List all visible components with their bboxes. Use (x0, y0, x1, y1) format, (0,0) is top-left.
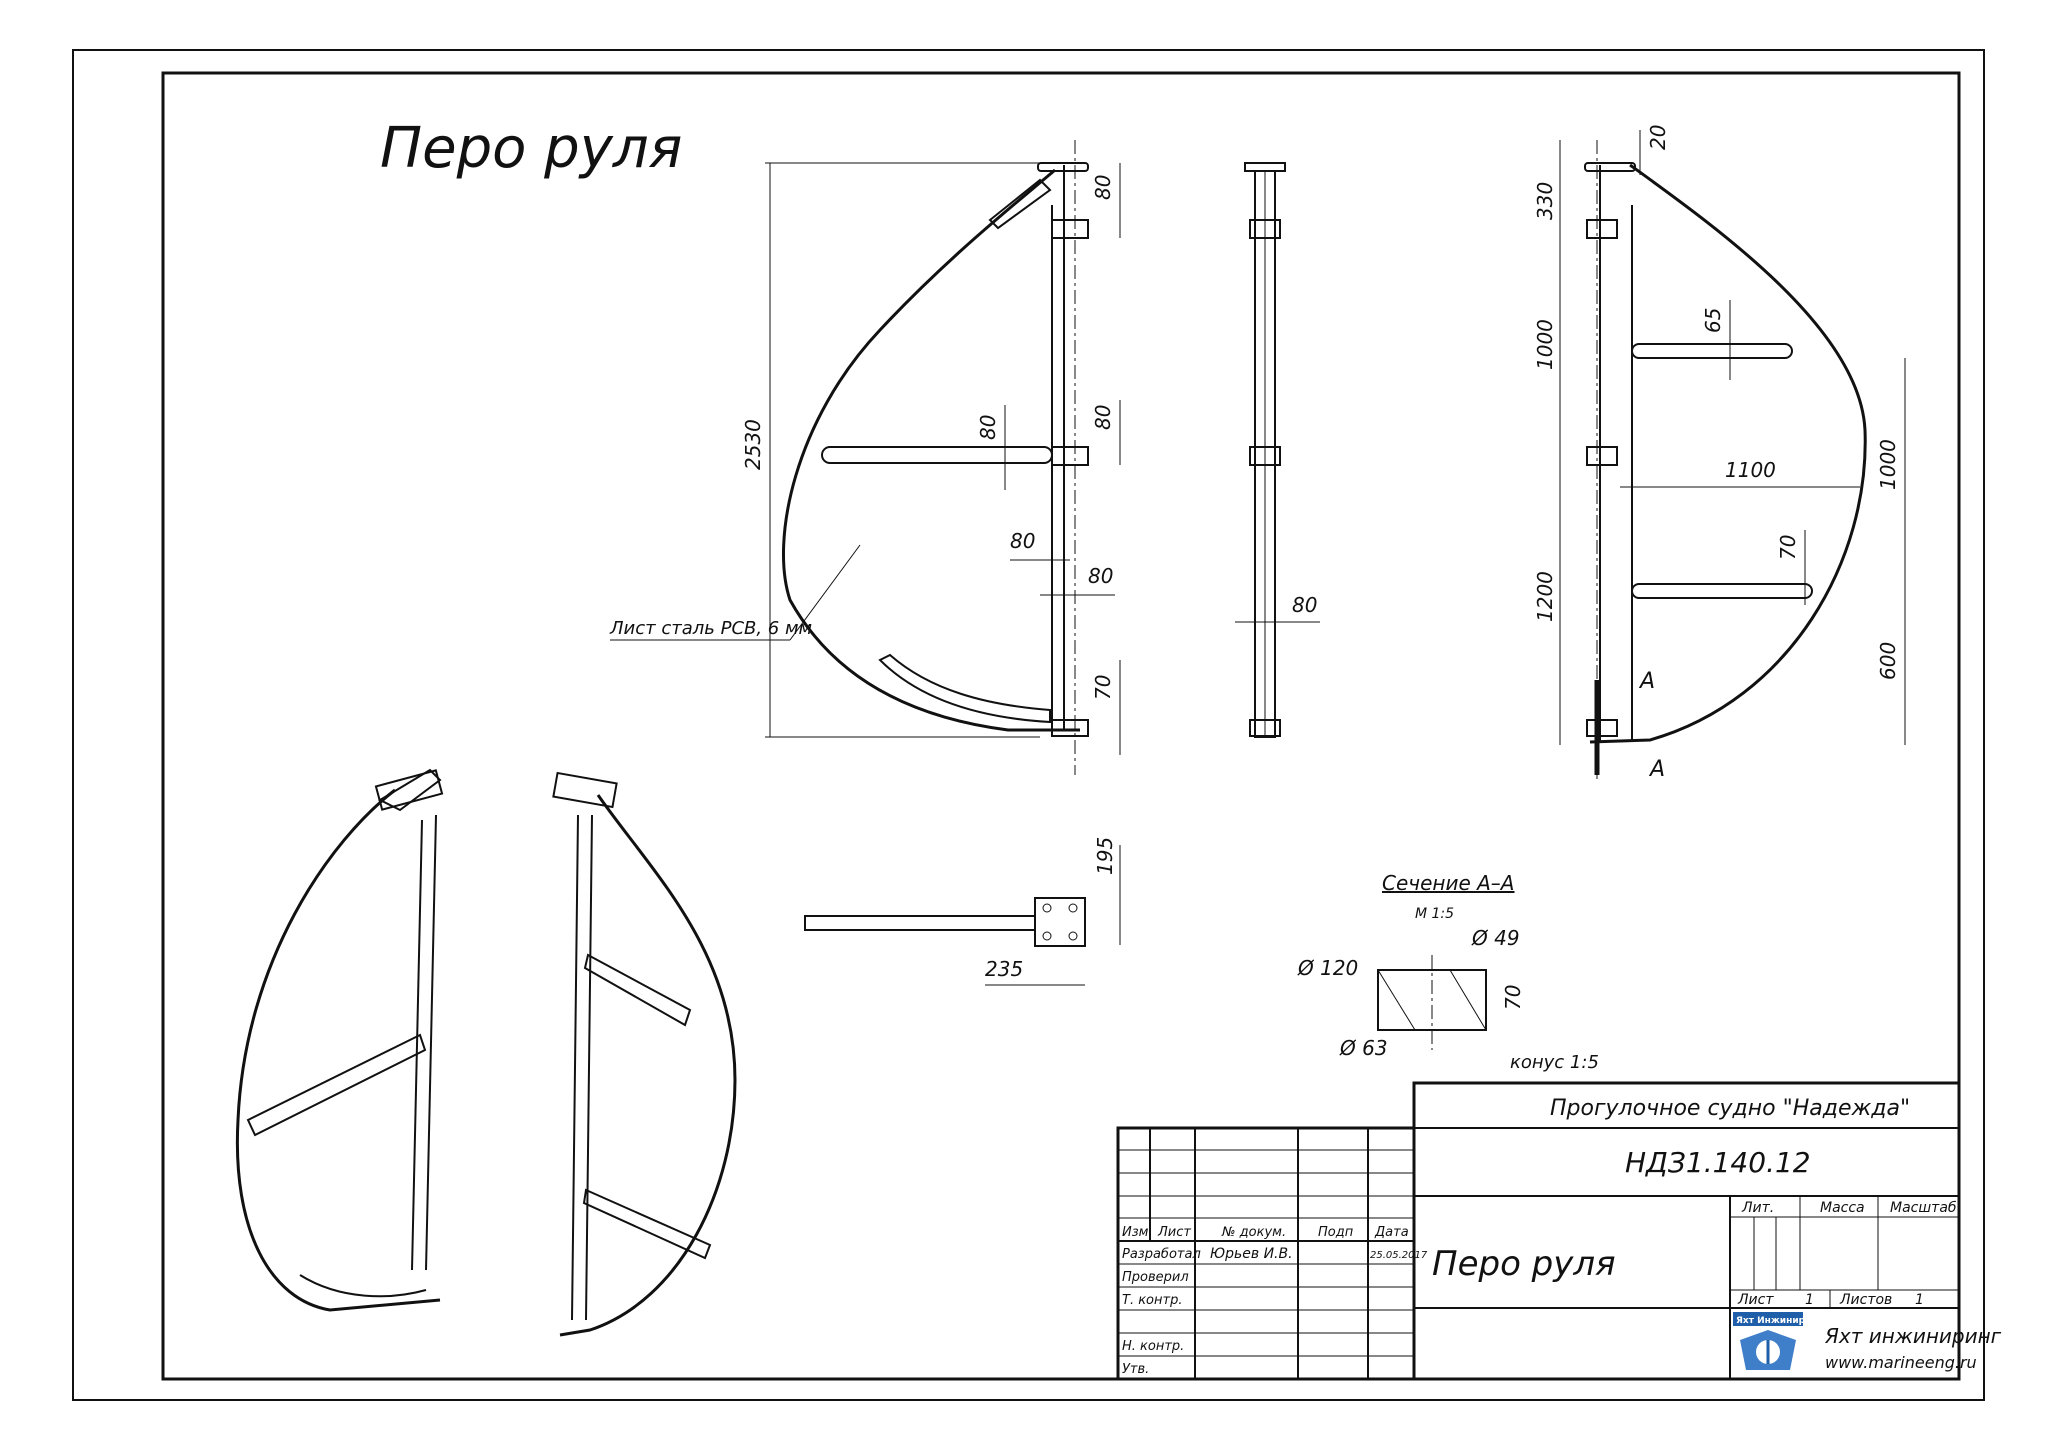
tb-row-developer: Разработал (1122, 1247, 1201, 1262)
tb-row-tcontrol: Т. контр. (1122, 1293, 1182, 1308)
dim-rear-1000-right: 1000 (1876, 439, 1900, 490)
top-view: 195 235 (804, 837, 1121, 986)
tb-col-date: Дата (1374, 1225, 1409, 1240)
dim-front-80-b: 80 (1091, 405, 1115, 430)
tb-designation: НДЗ1.140.12 (1625, 1146, 1811, 1179)
dim-front-80-a: 80 (1091, 175, 1115, 200)
dim-front-70: 70 (1091, 675, 1115, 700)
tb-col-sign: Подп (1318, 1225, 1354, 1240)
dim-rear-1100: 1100 (1725, 458, 1776, 482)
logo-text: Яхт Инжиниринг (1736, 1316, 1823, 1326)
dim-side-80: 80 (1292, 593, 1317, 617)
dim-section-70: 70 (1501, 985, 1525, 1010)
tb-row-ncontrol: Н. контр. (1122, 1339, 1184, 1354)
isometric-right (552, 771, 737, 1337)
section-scale: М 1:5 (1415, 906, 1454, 922)
dim-front-80-c: 80 (976, 415, 1000, 440)
tb-col-doc: № докум. (1221, 1225, 1286, 1240)
front-view: 2530 80 80 80 80 80 70 Лист сталь РСВ, 6… (609, 140, 1121, 775)
title-block: Прогулочное судно "Надежда" НДЗ1.140.12 … (1116, 1081, 2002, 1381)
tb-sheet-value: 1 (1805, 1292, 1814, 1308)
tb-col-list: Лист (1157, 1225, 1191, 1240)
dim-section-63: Ø 63 (1339, 1036, 1388, 1060)
section-view: Сечение А–А М 1:5 Ø 49 Ø 120 70 Ø 63 кон… (1297, 871, 1599, 1073)
tb-mass-label: Масса (1820, 1200, 1865, 1216)
tb-website: www.marineeng.ru (1825, 1353, 1977, 1372)
tb-scale-label: Масштаб (1890, 1200, 1957, 1216)
tb-sheets-value: 1 (1915, 1292, 1924, 1308)
drawing-title: Перо руля (380, 116, 682, 181)
tb-col-izm: Изм (1122, 1225, 1149, 1240)
dim-rear-1000-left: 1000 (1533, 319, 1557, 370)
section-title: Сечение А–А (1382, 871, 1515, 895)
dim-rear-330: 330 (1533, 182, 1557, 220)
inner-frame (161, 71, 1961, 1381)
company-logo: Яхт Инжиниринг (1733, 1312, 1823, 1370)
dim-front-2530: 2530 (741, 419, 765, 470)
tb-sheets-label: Листов (1839, 1292, 1892, 1308)
section-marker-bottom: A (1648, 757, 1665, 782)
dim-rear-600: 600 (1876, 642, 1900, 680)
tb-developer-name: Юрьев И.В. (1210, 1246, 1293, 1262)
dim-rear-1200: 1200 (1533, 571, 1557, 622)
dim-section-120: Ø 120 (1297, 956, 1358, 980)
tb-part-name: Перо руля (1432, 1244, 1616, 1284)
rear-view: A A 330 1000 1200 20 65 1100 70 1000 600 (1533, 125, 1906, 782)
isometric-left (235, 768, 444, 1312)
material-note: Лист сталь РСВ, 6 мм (609, 618, 812, 639)
tb-project: Прогулочное судно "Надежда" (1550, 1096, 1910, 1121)
dim-rear-20: 20 (1646, 125, 1670, 150)
section-marker-top: A (1638, 669, 1655, 694)
dim-section-49: Ø 49 (1471, 926, 1520, 950)
dim-top-195: 195 (1093, 837, 1117, 875)
side-view: 80 (1235, 162, 1320, 738)
dim-rear-65: 65 (1701, 308, 1725, 333)
cone-note: конус 1:5 (1510, 1052, 1599, 1073)
outer-frame (72, 49, 1985, 1401)
tb-row-checked: Проверил (1122, 1270, 1189, 1285)
tb-sheet-label: Лист (1737, 1292, 1774, 1308)
tb-company: Яхт инжиниринг (1824, 1324, 2002, 1348)
tb-lit-label: Лит. (1741, 1200, 1774, 1216)
dim-front-80-d: 80 (1010, 529, 1035, 553)
dim-top-235: 235 (985, 957, 1023, 981)
dim-front-80-e: 80 (1088, 564, 1113, 588)
tb-row-approved: Утв. (1122, 1362, 1149, 1377)
tb-developer-date: 25.05.2017 (1370, 1250, 1428, 1261)
dim-rear-70: 70 (1776, 535, 1800, 560)
